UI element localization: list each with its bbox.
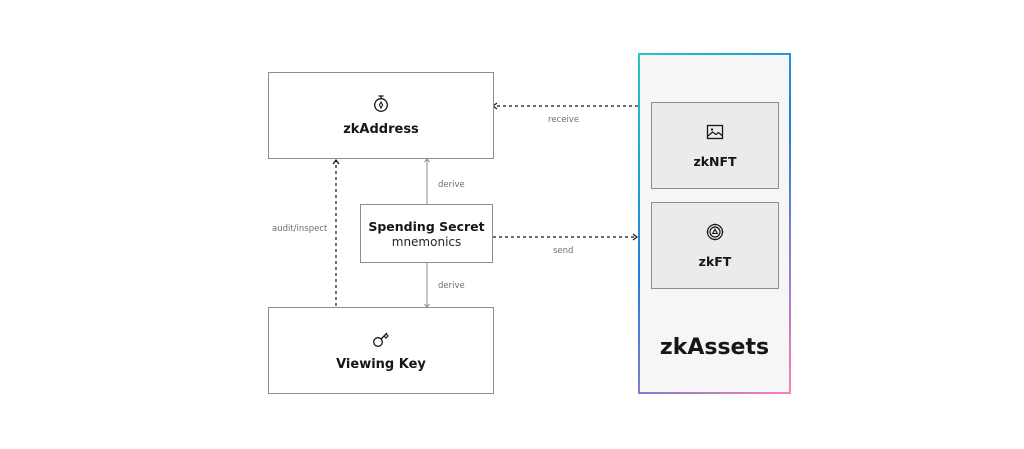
zkassets-title: zkAssets: [659, 335, 770, 360]
viewing-key-node: Viewing Key: [268, 307, 494, 394]
zkft-card: zkFT: [651, 202, 779, 289]
zkft-title: zkFT: [698, 254, 732, 269]
zkaddress-node: zkAddress: [268, 72, 494, 159]
zknft-card: zkNFT: [651, 102, 779, 189]
compass-icon: [374, 95, 388, 112]
viewing-key-title: Viewing Key: [336, 357, 426, 372]
spending-secret-subtitle: mnemonics: [391, 234, 462, 249]
zkaddress-title: zkAddress: [343, 122, 419, 137]
image-icon: [706, 124, 724, 140]
audit-label: audit/inspect: [272, 224, 328, 234]
receive-label: receive: [548, 115, 580, 125]
zkassets-panel: zkNFT zkFT zkAssets: [638, 53, 791, 394]
derive-up-label: derive: [438, 180, 465, 190]
token-icon: [706, 223, 724, 241]
zknft-title: zkNFT: [693, 154, 737, 169]
derive-down-label: derive: [438, 281, 465, 291]
key-icon: [373, 332, 389, 347]
audit-arrowhead: [332, 159, 340, 165]
derive-up-arrowhead: [424, 158, 430, 163]
send-label: send: [553, 246, 574, 256]
spending-secret-title: Spending Secret: [368, 218, 485, 234]
send-arrowhead: [632, 233, 638, 241]
spending-secret-node: Spending Secret mnemonics: [360, 204, 493, 263]
